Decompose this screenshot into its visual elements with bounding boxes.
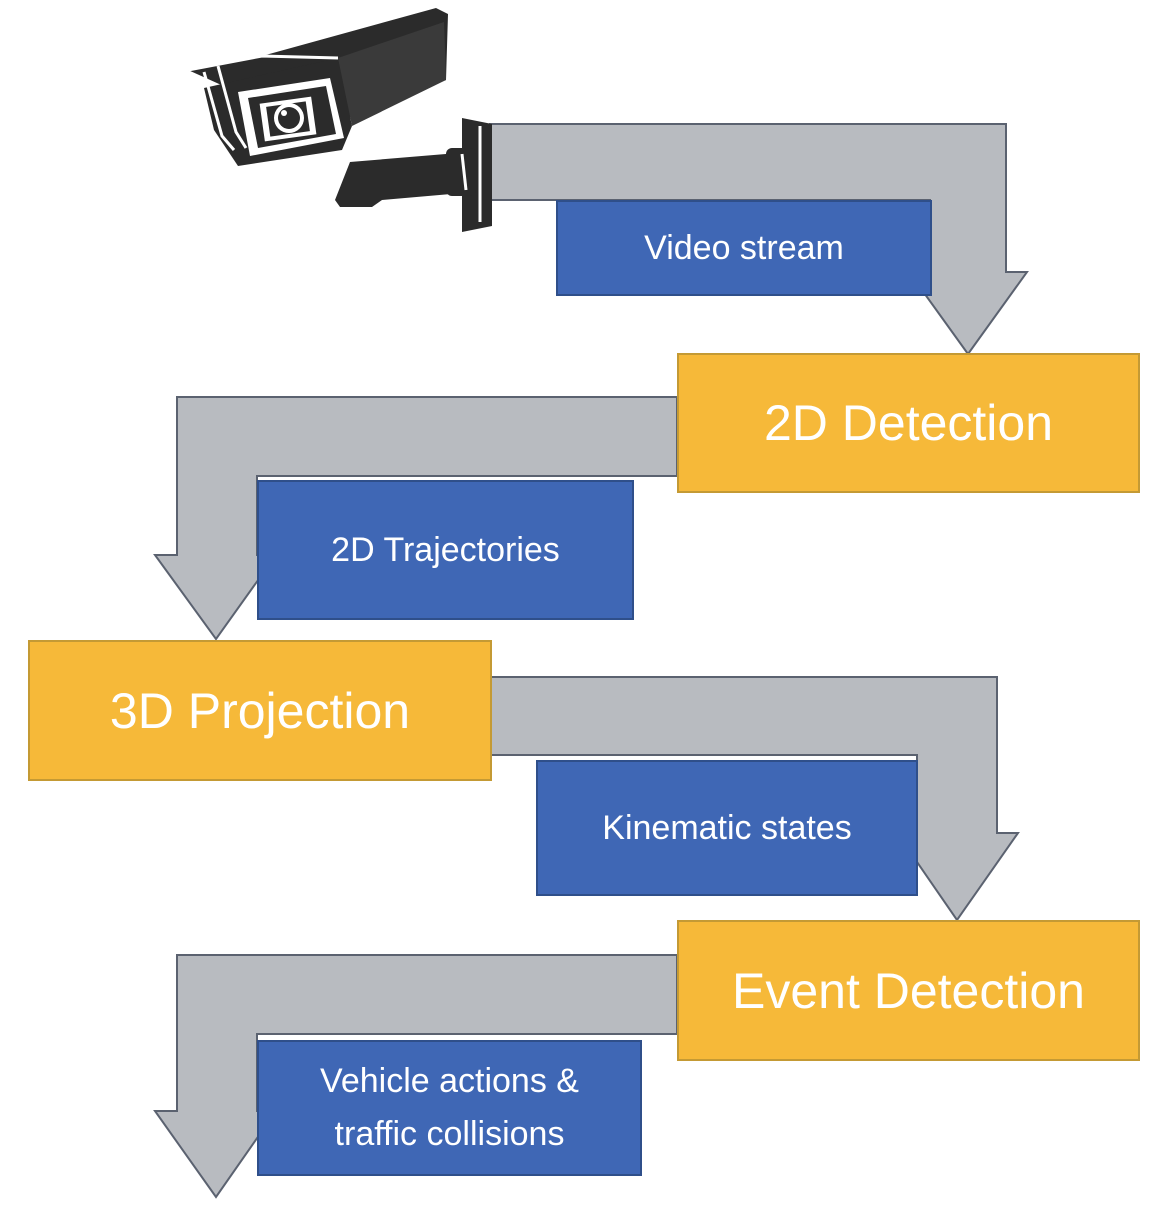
flow-label-video-stream: Video stream	[556, 200, 932, 296]
stage-label: Event Detection	[732, 962, 1085, 1019]
flow-label-2d-trajectories: 2D Trajectories	[257, 480, 634, 620]
stage-3d-projection: 3D Projection	[28, 640, 492, 781]
flow-label-text: Video stream	[644, 228, 844, 267]
stage-event-detection: Event Detection	[677, 920, 1140, 1061]
flow-label-text: 2D Trajectories	[331, 530, 560, 569]
flow-label-vehicle-actions: Vehicle actions & traffic collisions	[257, 1040, 642, 1176]
flow-label-kinematic-states: Kinematic states	[536, 760, 918, 896]
stage-label: 2D Detection	[763, 395, 1054, 451]
flow-arrow-3	[490, 676, 1020, 922]
flow-label-text-line-1: Vehicle actions &	[320, 1062, 579, 1101]
flow-arrow-4	[153, 954, 678, 1199]
flow-label-text: Kinematic states	[602, 808, 852, 847]
stage-2d-detection: 2D Detection	[677, 353, 1140, 493]
stage-label: 3D Projection	[109, 682, 411, 739]
flow-label-text-line-2: traffic collisions	[334, 1115, 565, 1153]
flow-arrow-2	[153, 396, 678, 641]
cctv-camera-icon	[187, 8, 492, 232]
